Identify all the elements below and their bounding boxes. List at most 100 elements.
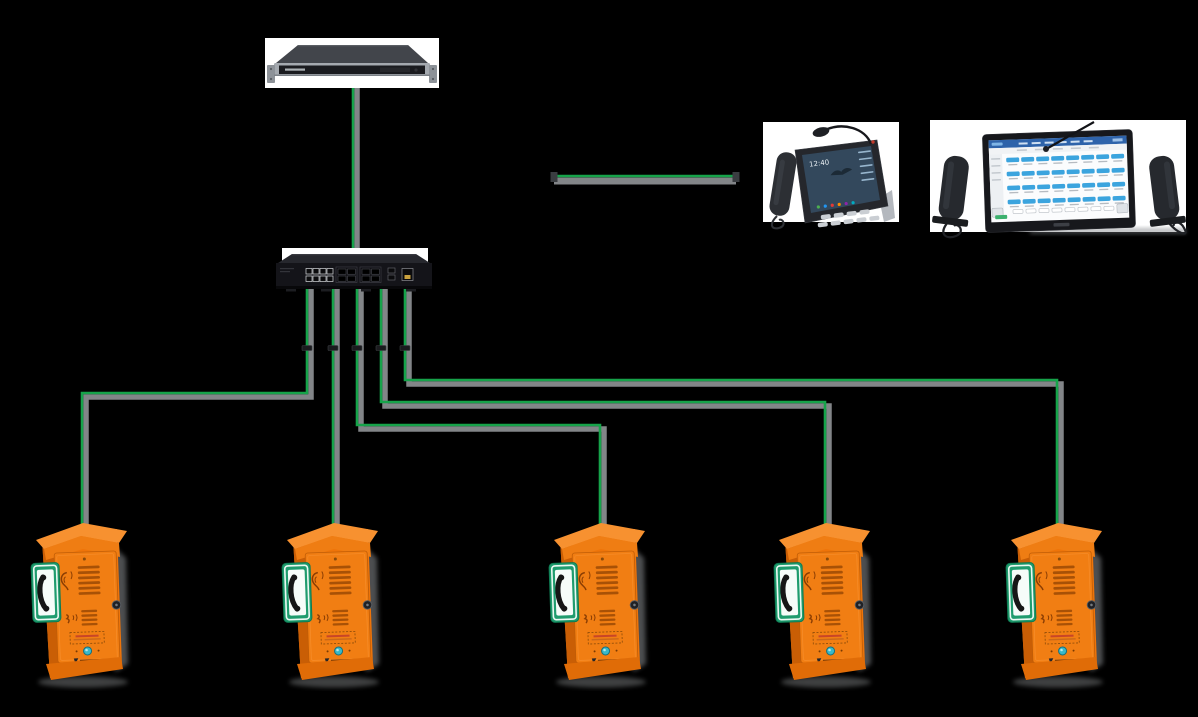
app-icon-row <box>816 201 855 209</box>
extension-button <box>1081 168 1095 174</box>
label-subtext-mark <box>73 638 101 641</box>
instruction-label-box <box>587 630 623 645</box>
emergency-phone-node-3 <box>548 523 646 688</box>
mic-grille <box>1056 609 1073 626</box>
menu-line <box>860 171 874 175</box>
console-control-button <box>1038 208 1050 213</box>
console-control-button <box>1090 206 1102 212</box>
extension-label-mark <box>1084 203 1094 205</box>
switch-to-phone-5 <box>403 282 1059 530</box>
extension-label-mark <box>1083 175 1093 177</box>
desk-phone-image: 12:40 <box>769 125 895 230</box>
phone-front-panel <box>571 550 640 664</box>
extension-label-mark <box>1024 205 1034 207</box>
telephone-sign <box>30 562 62 623</box>
console-handset-left <box>932 155 969 227</box>
phone-ground-shadow <box>289 676 379 688</box>
phone-base-lip <box>564 657 641 680</box>
app-dot <box>837 202 841 207</box>
console-mic-capsule <box>1043 146 1049 152</box>
switch-to-phone-4-shadow <box>382 286 832 534</box>
extension-label-mark <box>1098 160 1108 163</box>
key-lock <box>111 600 122 610</box>
rack-ear-left <box>267 65 275 83</box>
app-dot <box>823 204 827 208</box>
extension-label-mark <box>1053 162 1063 164</box>
console-control-button <box>1077 206 1089 212</box>
switch-to-phone-3-shadow <box>358 286 607 534</box>
app-dot <box>830 203 834 207</box>
phone-hood-top <box>554 523 645 549</box>
phone-ground-shadow <box>781 676 871 688</box>
ethernet-switch-node <box>276 248 432 292</box>
extension-label-mark <box>1099 188 1109 191</box>
extension-label-mark <box>1084 189 1094 191</box>
console-control-button <box>1103 205 1115 211</box>
cable-tick-mark <box>375 345 387 351</box>
extension-button <box>1112 181 1126 187</box>
speaker-grille <box>820 565 844 595</box>
phone-front-panel <box>304 550 373 664</box>
extension-label-mark <box>1039 204 1049 207</box>
console-shadow <box>1030 228 1186 234</box>
switch-to-phone-3 <box>355 282 602 530</box>
key-lock <box>362 600 373 610</box>
switch-to-phone-5-shadow <box>406 286 1064 534</box>
gooseneck-mic <box>824 125 873 145</box>
label-text-mark <box>75 634 99 638</box>
mouth-speak-icon <box>65 614 78 624</box>
sfp-port-block-2 <box>359 266 382 283</box>
extension-button <box>1082 196 1096 202</box>
label-text-mark <box>1050 634 1074 638</box>
emergency-phone-node-5 <box>1005 523 1103 688</box>
extension-label-mark <box>1009 205 1019 208</box>
extension-button <box>1081 154 1095 160</box>
link-end-cap <box>550 172 558 182</box>
extension-button <box>1111 153 1125 159</box>
phone-base-lip <box>789 657 866 680</box>
extension-button <box>1051 169 1065 175</box>
extension-button <box>1021 156 1035 162</box>
extension-label-mark <box>1068 161 1078 164</box>
wallpaper-bird <box>830 168 853 176</box>
extension-button <box>1036 170 1050 176</box>
console-green-button <box>995 214 1008 220</box>
phone-hood-top <box>1011 523 1102 549</box>
app-dot <box>844 201 848 206</box>
extension-label-mark <box>1023 177 1033 179</box>
phone-front-panel <box>1028 550 1097 664</box>
instruction-label-box <box>320 630 356 645</box>
console-control-button <box>1064 207 1076 213</box>
call-button <box>1058 646 1068 656</box>
telephone-sign <box>1005 562 1037 623</box>
desk-phone-screen <box>802 146 880 213</box>
extension-label-mark <box>1024 191 1034 193</box>
ear-listen-icon <box>311 571 324 591</box>
phone-hood-top <box>287 523 378 549</box>
emergency-phone-node-4 <box>773 523 871 688</box>
extension-button <box>1022 184 1036 190</box>
console-control-button <box>1051 207 1063 213</box>
console-control-button <box>1012 209 1024 214</box>
extension-label-mark <box>1113 174 1123 176</box>
key-lock <box>854 600 865 610</box>
label-text-mark <box>593 634 617 638</box>
hard-key-rows <box>817 209 880 228</box>
speaker-grille <box>1052 565 1076 595</box>
console-sidebar <box>988 153 1005 216</box>
phone-base-lip <box>297 657 374 680</box>
label-text-mark <box>818 634 842 638</box>
extension-label-mark <box>1114 202 1124 204</box>
speaker-grille <box>328 565 352 595</box>
menu-line <box>859 164 873 168</box>
call-button <box>334 646 344 656</box>
instruction-label-box <box>1044 630 1080 645</box>
panel-screw <box>1057 557 1061 561</box>
telephone-handset-icon <box>1012 574 1025 612</box>
console-bottom-buttons <box>1012 205 1115 214</box>
instruction-label-box <box>69 630 105 645</box>
cable-tick-mark <box>351 345 363 351</box>
extension-label-mark <box>1008 163 1018 166</box>
extension-button <box>1097 182 1111 188</box>
extension-button <box>1037 198 1051 204</box>
